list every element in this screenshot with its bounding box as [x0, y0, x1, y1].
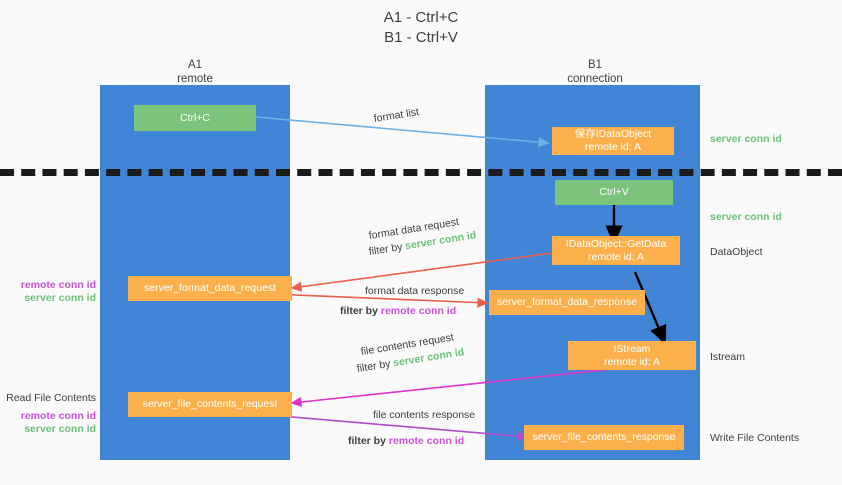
column-a1-sub: remote [177, 73, 213, 85]
box-save-idataobject-line1: 保存IDataObject [574, 128, 652, 140]
edge-label-format-list: format list [372, 106, 420, 126]
box-idataobject-getdata-line2: remote id: A [587, 250, 645, 263]
box-idataobject-getdata-line1: IDataObject::GetData [565, 237, 667, 250]
filter-by-text-4: filter by [348, 435, 386, 447]
edge-label-file-contents-response: file contents response [373, 409, 476, 421]
left-label-server-conn-id-2: server conn id [24, 423, 96, 435]
box-server-format-data-request[interactable]: server_format_data_request [128, 276, 292, 301]
box-istream-line1: IStream [613, 342, 651, 355]
box-save-idataobject[interactable]: 保存IDataObject remote id: A [552, 127, 674, 155]
title-line-2: B1 - Ctrl+V [384, 29, 458, 46]
column-a1-name: A1 [187, 59, 203, 71]
edge-label-format-data-response-filter: filter by remote conn id [340, 304, 456, 318]
box-save-idataobject-line2: remote id: A [584, 141, 642, 153]
right-label-istream: Istream [710, 351, 746, 363]
right-label-dataobject: DataObject [710, 246, 763, 258]
box-server-format-data-response-label: server_format_data_response [496, 296, 638, 308]
box-ctrl-c[interactable]: Ctrl+C [134, 105, 256, 131]
column-b1-name: B1 [587, 59, 603, 71]
right-label-server-conn-id-1: server conn id [710, 133, 782, 145]
column-header-b1: B1 connection [530, 58, 660, 86]
left-label-remote-conn-id-2: remote conn id [20, 410, 96, 422]
box-server-file-contents-response[interactable]: server_file_contents_response [524, 425, 684, 450]
box-ctrl-c-label: Ctrl+C [179, 111, 211, 124]
box-ctrl-v-label: Ctrl+V [599, 186, 629, 198]
right-label-server-conn-id-2: server conn id [710, 211, 782, 223]
box-idataobject-getdata[interactable]: IDataObject::GetData remote id: A [552, 236, 680, 265]
left-label-remote-conn-id-1: remote conn id [20, 279, 96, 291]
left-label-server-conn-id-1: server conn id [24, 292, 96, 304]
column-header-a1: A1 remote [130, 58, 260, 86]
box-istream-line2: remote id: A [603, 355, 661, 368]
remote-conn-id-text-4: remote conn id [388, 435, 465, 447]
box-server-file-contents-request[interactable]: server_file_contents_request [128, 392, 292, 417]
dashed-divider [0, 169, 842, 176]
box-server-format-data-request-label: server_format_data_request [144, 282, 276, 294]
filter-by-text-2: filter by [340, 305, 378, 317]
diagram-title: A1 - Ctrl+C B1 - Ctrl+V [0, 8, 842, 48]
title-line-1: A1 - Ctrl+C [383, 9, 459, 26]
column-b1-sub: connection [567, 73, 623, 85]
right-label-write-file-contents: Write File Contents [710, 432, 800, 444]
edge-label-format-data-response: format data response [365, 285, 465, 297]
box-server-format-data-response[interactable]: server_format_data_response [489, 290, 645, 315]
edge-label-file-contents-response-filter: filter by remote conn id [348, 434, 464, 448]
box-server-file-contents-request-label: server_file_contents_request [142, 398, 278, 410]
box-server-file-contents-response-label: server_file_contents_response [532, 431, 676, 443]
filter-by-text-1: filter by [367, 240, 404, 259]
left-label-read-file-contents: Read File Contents [6, 392, 96, 404]
remote-conn-id-text-2: remote conn id [380, 305, 457, 317]
box-ctrl-v[interactable]: Ctrl+V [555, 180, 673, 205]
filter-by-text-3: filter by [355, 357, 392, 376]
box-istream[interactable]: IStream remote id: A [568, 341, 696, 370]
